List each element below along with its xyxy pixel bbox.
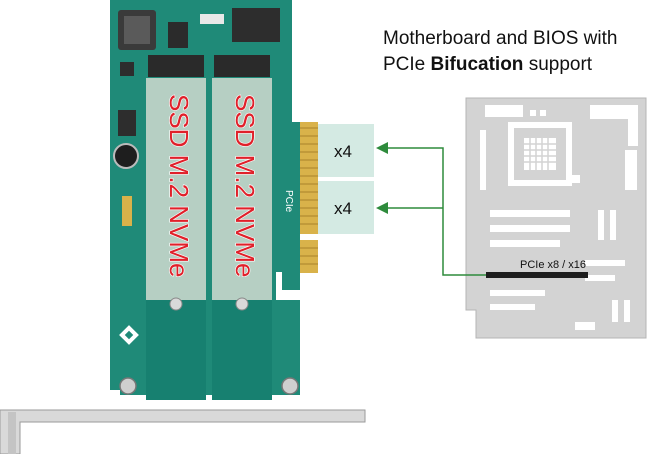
bifurcation-arrows — [384, 147, 486, 276]
lane-box-2 — [318, 181, 374, 234]
edge-connector — [300, 122, 318, 273]
pcb-marking: PCIe — [283, 190, 294, 213]
headline-line-1: Motherboard and BIOS with — [383, 28, 618, 49]
ssd-slot-1-label: SSD M.2 NVMe — [164, 94, 194, 278]
arrow-head-lane-2 — [376, 202, 388, 214]
headline-line-2: PCIe Bifucation support — [383, 52, 645, 78]
pcie-slot — [486, 272, 588, 278]
motherboard-illustration: PCIe x8 / x16 — [465, 97, 647, 339]
headline-suffix: support — [523, 54, 593, 75]
ssd-slot-2-label: SSD M.2 NVMe — [230, 94, 260, 278]
headline: Motherboard and BIOS with PCIe Bifucatio… — [383, 26, 645, 78]
card-logo — [119, 325, 139, 345]
lane-box-1 — [318, 124, 374, 177]
arrow-head-lane-1 — [376, 142, 388, 154]
pcie-adapter-card: PCIe SSD M.2 NVMe SSD M.2 NVMe — [0, 0, 366, 454]
power-components — [113, 8, 280, 226]
ssd-slot-1 — [146, 55, 206, 400]
capacitor — [113, 143, 139, 169]
mounting-bracket — [0, 409, 366, 454]
bracket-screw-left — [119, 377, 137, 395]
arrow-line-lane-1 — [384, 147, 486, 276]
ssd-slot-2 — [212, 55, 272, 400]
bracket-screw-right — [281, 377, 299, 395]
pcie-slot-label: PCIe x8 / x16 — [520, 259, 586, 271]
headline-prefix: PCIe — [383, 54, 431, 75]
cpu-socket — [508, 122, 572, 186]
headline-bold-term: Bifucation — [430, 54, 524, 75]
lane-label-1: x4 — [334, 142, 352, 161]
lane-label-2: x4 — [334, 199, 352, 218]
